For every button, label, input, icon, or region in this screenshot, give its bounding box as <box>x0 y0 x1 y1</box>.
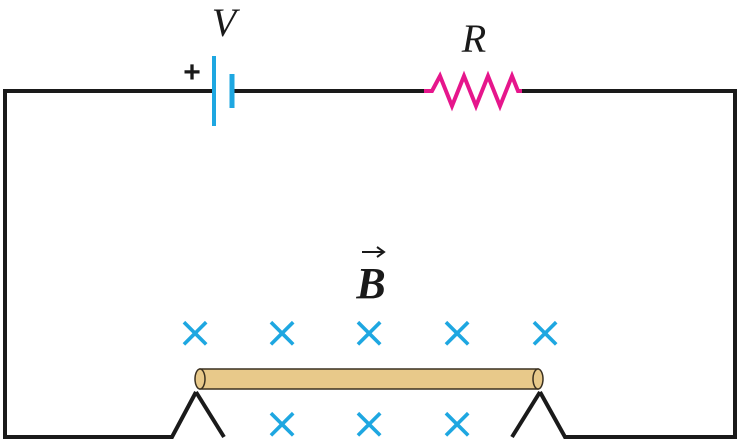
right-rail-leg <box>510 390 542 439</box>
resistor-zigzag <box>424 70 522 112</box>
field-x-symbol: × <box>439 307 476 358</box>
resistance-label: R <box>461 16 486 61</box>
rod-body <box>199 368 539 390</box>
field-x-symbol: × <box>439 398 476 442</box>
field-x-symbol: × <box>177 307 214 358</box>
vector-arrow-icon <box>362 246 386 258</box>
field-x-symbol: × <box>351 398 388 442</box>
voltage-label: V <box>212 0 241 45</box>
circuit-wire <box>3 89 212 439</box>
field-x-symbol: × <box>527 307 564 358</box>
field-x-symbol: × <box>264 398 301 442</box>
left-rail-leg <box>194 390 226 439</box>
field-label: B <box>355 259 385 308</box>
field-x-symbol: × <box>264 307 301 358</box>
battery-white-gap <box>213 85 233 97</box>
wire-resistor-to-right <box>522 89 737 439</box>
plus-sign-label: + <box>183 56 201 89</box>
rod-left-end <box>194 368 206 390</box>
rod-right-end <box>532 368 544 390</box>
field-x-symbol: × <box>351 307 388 358</box>
